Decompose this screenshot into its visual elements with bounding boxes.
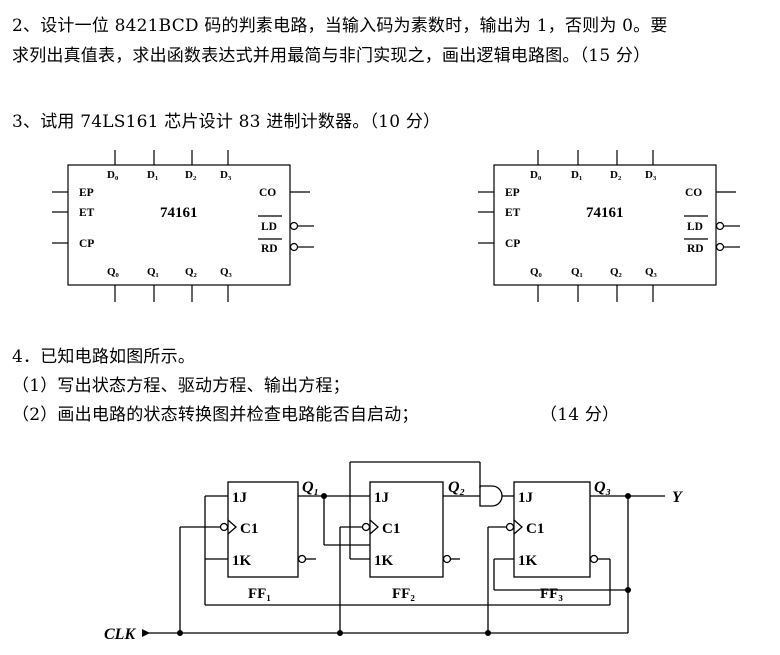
and-gate xyxy=(479,485,503,507)
circuit-labels: 1J C1 1K 1J C1 1K 1J C1 1K FF₁ FF₂ FF₃ Q… xyxy=(104,479,683,643)
problem3-line1: 3、试用 74LS161 芯片设计 83 进制计数器。（10 分） xyxy=(12,112,441,132)
ff3-k: 1K xyxy=(518,553,538,569)
clk-label: CLK xyxy=(104,626,136,643)
pin-ld: LD xyxy=(261,221,277,233)
ff2-label: FF₂ xyxy=(392,586,415,602)
chip-74161-left xyxy=(52,150,314,302)
pin-d2: D₂ xyxy=(185,169,197,181)
pin-ep: EP xyxy=(79,187,94,199)
pin-ep: EP xyxy=(505,187,520,199)
q2-label: Q₂ xyxy=(448,479,465,496)
pin-d3: D₃ xyxy=(645,169,657,181)
problem2-line2: 求列出真值表，求出函数表达式并用最简与非门实现之，画出逻辑电路图。（15 分） xyxy=(12,46,651,66)
ff1-k: 1K xyxy=(232,553,252,569)
ff2-k: 1K xyxy=(374,553,394,569)
chip-74161-right xyxy=(478,150,740,302)
chip-left-labels: D₀ D₁ D₂ D₃ EP ET CP 74161 CO LD RD Q₀ Q… xyxy=(79,169,278,278)
ff3-label: FF₃ xyxy=(540,586,563,602)
pin-q1: Q₁ xyxy=(571,266,583,278)
y-label: Y xyxy=(672,489,683,506)
pin-cp: CP xyxy=(505,238,520,250)
problem4-line3: （2）画出电路的状态转换图并检查电路能否自启动； xyxy=(12,405,419,425)
ff3-c1: C1 xyxy=(526,521,544,537)
pin-ld: LD xyxy=(687,221,703,233)
pin-et: ET xyxy=(505,207,521,219)
pin-d0: D₀ xyxy=(530,169,542,181)
ff2-j: 1J xyxy=(374,490,390,506)
pin-q3: Q₃ xyxy=(220,266,233,278)
pin-q3: Q₃ xyxy=(645,266,658,278)
pin-co: CO xyxy=(685,187,702,199)
ff2-c1: C1 xyxy=(382,521,400,537)
problem4-line1: 4．已知电路如图所示。 xyxy=(12,347,196,367)
pin-d3: D₃ xyxy=(220,169,232,181)
pin-d1: D₁ xyxy=(147,169,158,181)
pin-q2: Q₂ xyxy=(185,266,198,278)
q1-label: Q₁ xyxy=(302,479,319,496)
pin-co: CO xyxy=(259,187,276,199)
clk-arrow xyxy=(142,629,150,637)
chip-right-labels: D₀ D₁ D₂ D₃ EP ET CP 74161 CO LD RD Q₀ Q… xyxy=(505,169,704,278)
pin-d2: D₂ xyxy=(610,169,622,181)
junction-dots xyxy=(142,493,631,637)
pin-q1: Q₁ xyxy=(147,266,159,278)
problem4-line2: （1）写出状态方程、驱动方程、输出方程； xyxy=(12,376,350,396)
chip-name: 74161 xyxy=(160,205,198,221)
ff3-j: 1J xyxy=(518,490,534,506)
pin-q2: Q₂ xyxy=(610,266,623,278)
problem2-line1: 2、设计一位 8421BCD 码的判素电路，当输入码为素数时，输出为 1，否则为… xyxy=(12,16,668,36)
pin-d1: D₁ xyxy=(571,169,582,181)
pin-q0: Q₀ xyxy=(530,266,543,278)
chip-name: 74161 xyxy=(586,205,624,221)
pin-et: ET xyxy=(79,207,95,219)
problem4-score: （14 分） xyxy=(540,405,620,425)
ff1-label: FF₁ xyxy=(248,586,271,602)
pin-rd: RD xyxy=(261,243,278,255)
pin-cp: CP xyxy=(79,238,94,250)
q3-label: Q₃ xyxy=(594,479,611,496)
circuit-wires xyxy=(148,461,665,634)
jk-circuit: 1J C1 1K 1J C1 1K 1J C1 1K FF₁ FF₂ FF₃ Q… xyxy=(104,461,683,643)
ff2-body xyxy=(369,481,444,578)
chip-diagrams: D₀ D₁ D₂ D₃ EP ET CP 74161 CO LD RD Q₀ Q… xyxy=(52,150,740,302)
ff1-c1: C1 xyxy=(240,521,258,537)
pin-q0: Q₀ xyxy=(107,266,120,278)
ff1-j: 1J xyxy=(232,490,248,506)
ff1-body xyxy=(227,481,299,578)
pin-rd: RD xyxy=(687,243,704,255)
pin-d0: D₀ xyxy=(107,169,119,181)
ff3-body xyxy=(513,481,591,578)
